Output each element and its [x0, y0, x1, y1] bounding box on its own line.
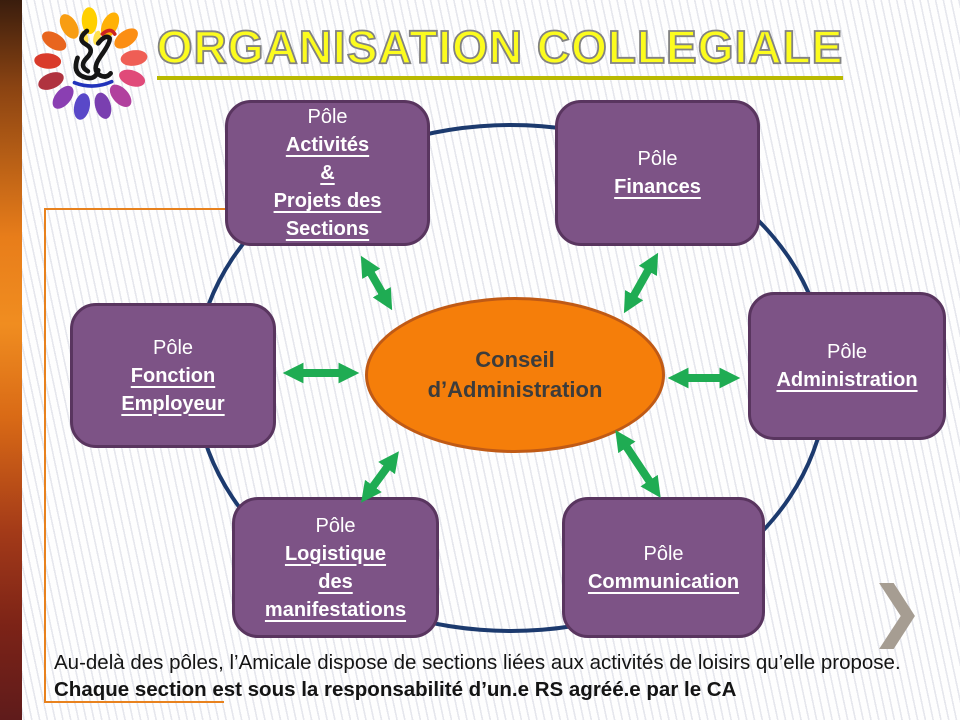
node-line: Sections: [285, 218, 370, 240]
node-prefix: Pôle: [152, 336, 194, 359]
node-line: Employeur: [121, 392, 225, 415]
footer-note: Au-delà des pôles, l’Amicale dispose de …: [54, 649, 926, 703]
node-prefix: Pôle: [637, 148, 678, 170]
footer-note-bold: Chaque section est sous la responsabilit…: [54, 678, 737, 701]
node-prefix: Pôle: [826, 341, 868, 363]
node-pole-communication: Pôle Communication: [562, 497, 765, 638]
node-pole-fonction-employeur: Pôle Fonction Employeur: [70, 303, 276, 448]
node-line: &: [320, 162, 335, 184]
slide-title-area: ORGANISATION COLLEGIALE: [110, 20, 890, 80]
decor-frame-left: [44, 208, 46, 703]
node-line: Finances: [614, 176, 701, 198]
footer-note-normal: Au-delà des pôles, l’Amicale dispose de …: [54, 651, 901, 674]
node-line: Logistique: [284, 542, 387, 565]
node-pole-logistique-manifestations: Pôle Logistique des manifestations: [232, 497, 439, 638]
node-line: Administration: [776, 369, 918, 391]
decor-frame-bottom: [44, 701, 224, 703]
node-line: Fonction: [130, 364, 216, 387]
node-line: Projets des: [273, 190, 382, 212]
node-prefix: Pôle: [643, 542, 684, 565]
next-chevron-icon[interactable]: ❯: [869, 572, 925, 649]
node-line: Communication: [587, 570, 740, 593]
page-title: ORGANISATION COLLEGIALE: [156, 20, 844, 74]
node-prefix: Pôle: [315, 514, 356, 537]
node-line: des: [318, 570, 353, 593]
node-pole-finances: Pôle Finances: [555, 100, 760, 246]
center-line2: d’Administration: [427, 377, 603, 402]
node-prefix: Pôle: [307, 106, 348, 128]
node-pole-administration: Pôle Administration: [748, 292, 946, 440]
node-pole-activites-projets-sections: Pôle Activités & Projets des Sections: [225, 100, 430, 246]
title-underline: ORGANISATION COLLEGIALE: [156, 20, 844, 80]
node-line: manifestations: [264, 598, 407, 621]
logo-calligraphy-glyph: [72, 28, 117, 88]
accent-gradient-bar: [0, 0, 22, 720]
node-conseil-administration: Conseil d’Administration: [365, 297, 665, 453]
center-line1: Conseil: [475, 347, 555, 372]
node-line: Activités: [285, 134, 370, 156]
association-logo: [34, 7, 148, 120]
